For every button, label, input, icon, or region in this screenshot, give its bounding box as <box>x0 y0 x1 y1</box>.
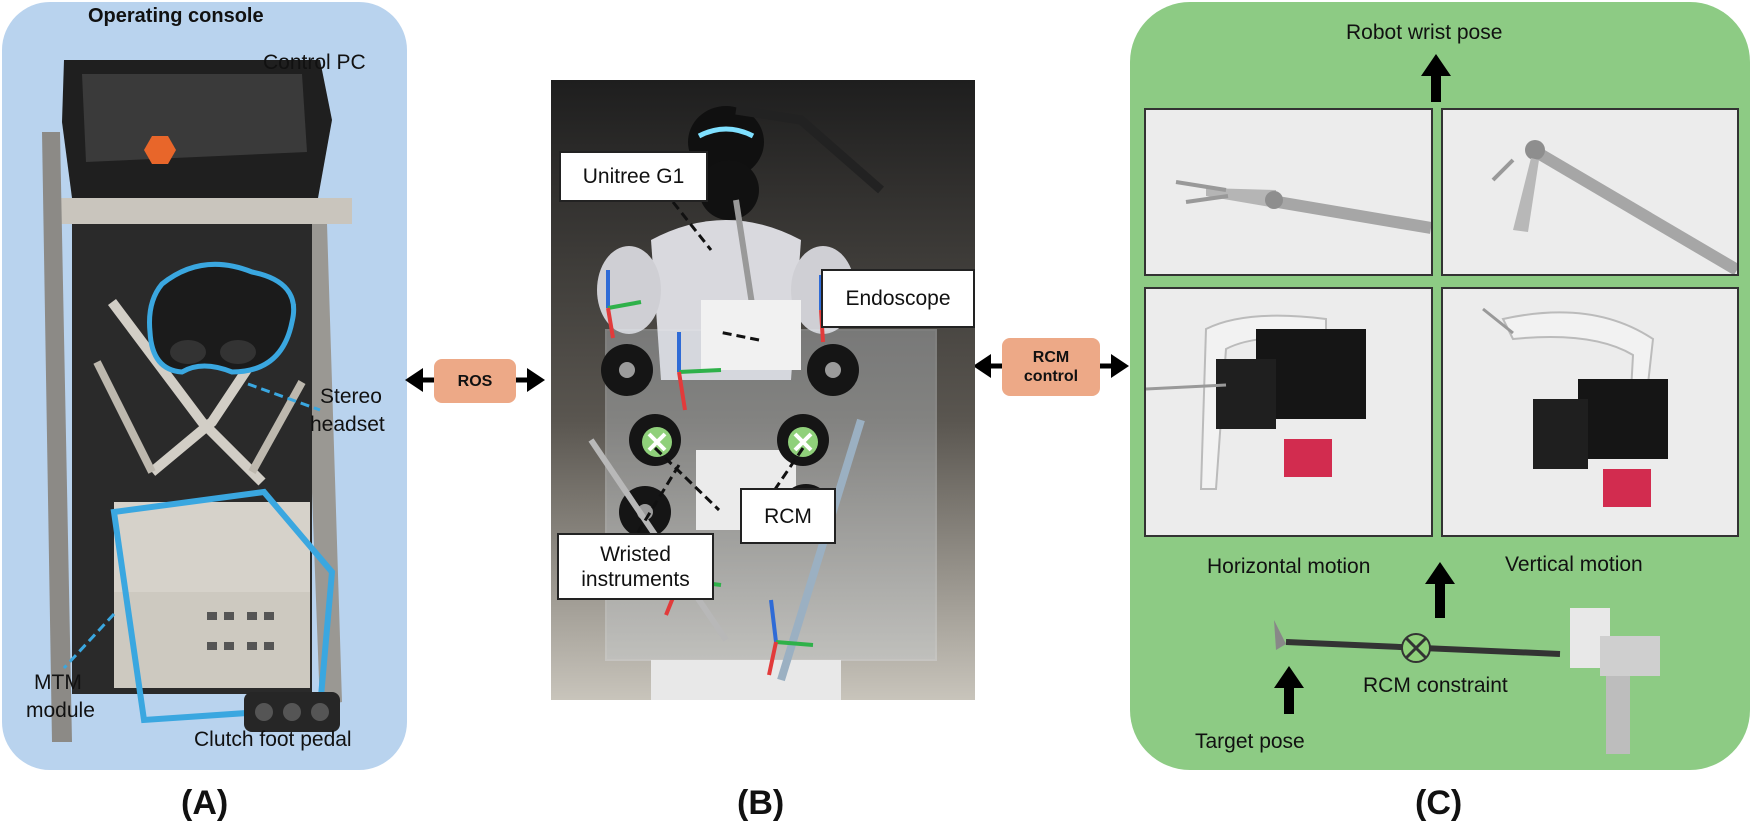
control-pc-label: Control PC <box>263 51 366 74</box>
target-pose-arrow <box>1274 666 1304 714</box>
rcm-callout: RCM <box>740 488 836 544</box>
rcm-device-vertical-tile <box>1441 287 1739 537</box>
panel-a-caption: (A) <box>181 784 229 822</box>
horizontal-motion-label: Horizontal motion <box>1207 555 1371 578</box>
target-pose-label: Target pose <box>1195 730 1305 753</box>
motion-up-arrow <box>1425 562 1455 618</box>
endoscope-callout: Endoscope <box>821 269 975 328</box>
robot-wrist-pose-arrow <box>1421 54 1451 102</box>
wrist-pose-illustration-2 <box>1491 140 1737 274</box>
wrist-pose-tile-2 <box>1441 108 1739 276</box>
wrist-pose-tile-1 <box>1144 108 1433 276</box>
stereo-headset-label-line2: headset <box>310 413 385 436</box>
rcm-device-vertical-illustration <box>1482 307 1668 507</box>
vertical-motion-label: Vertical motion <box>1505 553 1643 576</box>
wristed-instruments-line1: Wristed <box>600 542 671 566</box>
robot-wrist-pose-label: Robot wrist pose <box>1346 21 1503 44</box>
rcm-control-badge-line1: RCM <box>1032 349 1070 366</box>
mtm-module-label-line2: module <box>26 699 95 722</box>
wristed-instruments-line2: instruments <box>581 567 690 591</box>
rcm-device-horizontal-tile <box>1144 287 1433 537</box>
rcm-device-horizontal-illustration <box>1146 314 1366 490</box>
stereo-headset-label-line1: Stereo <box>320 385 382 408</box>
operating-console-title: Operating console <box>88 5 264 27</box>
rcm-constraint-illustration <box>1274 608 1660 754</box>
panel-c-caption: (C) <box>1415 784 1463 822</box>
panel-b-caption: (B) <box>737 784 785 822</box>
clutch-foot-pedal-label: Clutch foot pedal <box>194 728 352 751</box>
console-illustration <box>42 60 352 742</box>
unitree-g1-callout: Unitree G1 <box>559 151 708 202</box>
wrist-pose-illustration-1 <box>1175 180 1431 234</box>
rcm-constraint-label: RCM constraint <box>1363 674 1508 697</box>
rcm-control-badge-line2: control <box>1023 368 1079 385</box>
wristed-instruments-callout: Wristed instruments <box>557 533 714 600</box>
mtm-module-label-line1: MTM <box>34 671 82 694</box>
ros-badge: ROS <box>434 359 516 403</box>
rcm-control-badge: RCM control <box>1002 338 1100 396</box>
